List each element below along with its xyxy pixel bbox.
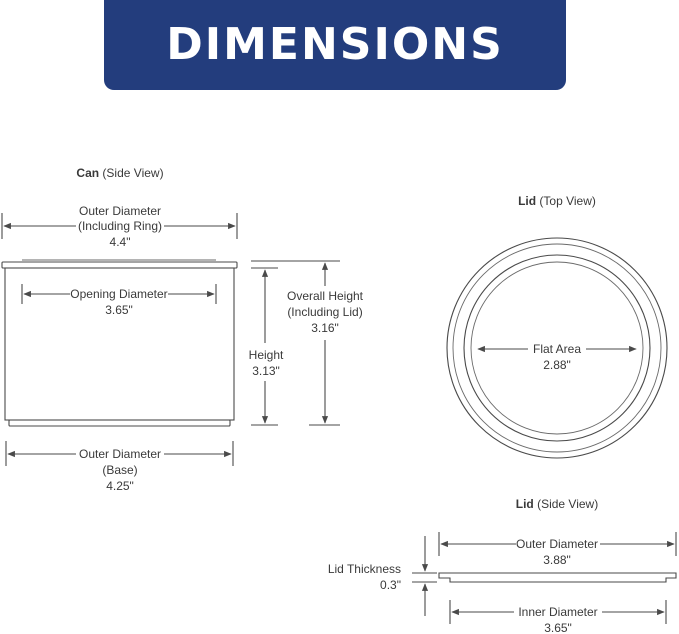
banner-title: DIMENSIONS bbox=[166, 19, 504, 70]
flat-area-dimension: Flat Area 2.88" bbox=[477, 342, 637, 372]
outer-diameter-ring-sublabel: (Including Ring) bbox=[78, 219, 162, 233]
lid-outer-diameter-label: Outer Diameter bbox=[516, 537, 598, 551]
flat-area-label: Flat Area bbox=[533, 342, 581, 356]
lid-thickness-value: 0.3" bbox=[380, 578, 401, 592]
outer-diameter-base-dimension: Outer Diameter (Base) 4.25" bbox=[5, 441, 234, 493]
can-body bbox=[1, 259, 238, 427]
lid-thickness-dimension: Lid Thickness 0.3" bbox=[328, 536, 437, 616]
outer-diameter-ring-label: Outer Diameter bbox=[79, 204, 161, 218]
opening-diameter-value: 3.65" bbox=[105, 303, 133, 317]
outer-diameter-ring-value: 4.4" bbox=[110, 235, 131, 249]
height-dimension: Height 3.13" bbox=[249, 267, 284, 426]
outer-diameter-base-sublabel: (Base) bbox=[102, 463, 137, 477]
opening-diameter-dimension: Opening Diameter 3.65" bbox=[21, 284, 217, 317]
flat-area-value: 2.88" bbox=[543, 358, 571, 372]
lid-side-heading: Lid (Side View) bbox=[516, 497, 598, 511]
lid-inner-diameter-value: 3.65" bbox=[544, 621, 572, 634]
height-value: 3.13" bbox=[252, 364, 280, 378]
height-label: Height bbox=[249, 348, 284, 362]
outer-diameter-base-label: Outer Diameter bbox=[79, 447, 161, 461]
lid-outer-diameter-dimension: Outer Diameter 3.88" bbox=[438, 532, 677, 567]
overall-height-value: 3.16" bbox=[311, 321, 339, 335]
lid-inner-diameter-dimension: Inner Diameter 3.65" bbox=[449, 600, 667, 634]
can-heading: Can (Side View) bbox=[76, 166, 163, 180]
lid-inner-diameter-label: Inner Diameter bbox=[518, 605, 597, 619]
overall-height-dimension: Overall Height (Including Lid) 3.16" bbox=[251, 260, 364, 426]
lid-top-view bbox=[446, 237, 668, 459]
outer-diameter-base-value: 4.25" bbox=[106, 479, 134, 493]
dimensions-banner: DIMENSIONS bbox=[104, 0, 566, 90]
overall-height-sublabel: (Including Lid) bbox=[287, 305, 362, 319]
lid-side-profile bbox=[438, 572, 677, 583]
lid-thickness-label: Lid Thickness bbox=[328, 562, 401, 576]
overall-height-label: Overall Height bbox=[287, 289, 364, 303]
lid-top-heading: Lid (Top View) bbox=[518, 194, 596, 208]
outer-diameter-ring-dimension: Outer Diameter (Including Ring) 4.4" bbox=[1, 204, 238, 249]
lid-outer-diameter-value: 3.88" bbox=[543, 553, 571, 567]
opening-diameter-label: Opening Diameter bbox=[70, 287, 167, 301]
